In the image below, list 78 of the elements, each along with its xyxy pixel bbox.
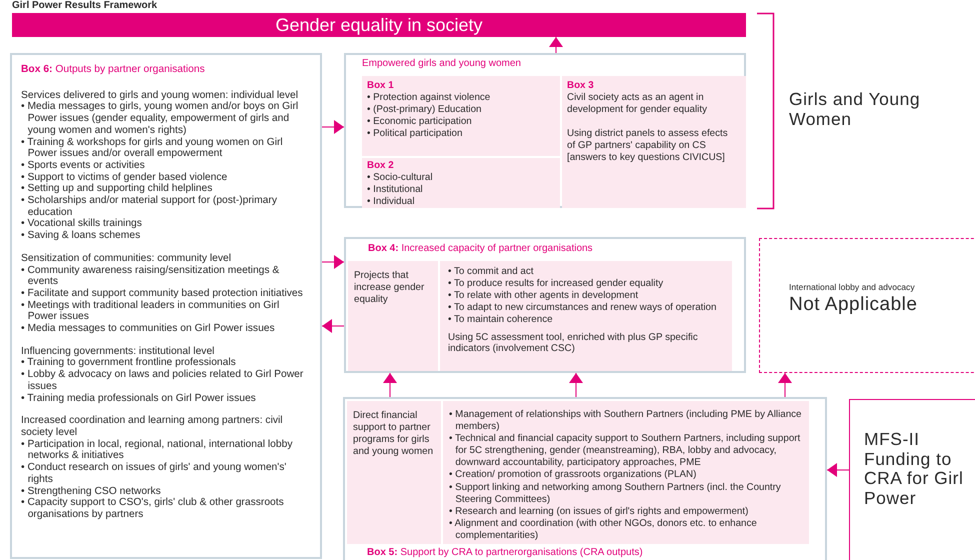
list-item: • Capacity support to CSO's, girls' club & other grassroots organisations by partners — [21, 497, 285, 521]
list-item: • To commit and act — [448, 266, 534, 278]
list-item: • Scholarships and/or material support for (post-)primary education — [21, 195, 278, 218]
arrow — [778, 372, 792, 398]
list-item: • Management of relationships with Southern Partners (including PME by Alliance members) — [449, 409, 802, 434]
list-item: • Socio-cultural — [367, 172, 433, 184]
paragraph: International lobby and advocacy — [789, 282, 915, 293]
list-item: • Technical and financial capacity support to Southern Partners, including support for 5C strengthening, gender (meanstreaming), RBA, lobby and advocacy, downward accountability, participatory approaches, PME — [449, 433, 802, 470]
box-heading: Box 4: Increased capacity of partner organisations — [368, 243, 593, 255]
arrow — [322, 319, 344, 333]
list-item: • Institutional — [367, 184, 423, 196]
box-heading: Box 3 — [567, 80, 594, 92]
list-item: • Political participation — [367, 128, 462, 140]
list-item: • Creation/ promotion of grassroots organizations (PLAN) — [449, 469, 696, 482]
list-item: • Individual — [367, 196, 415, 208]
list-item: • To relate with other agents in development — [448, 290, 638, 302]
arrow — [322, 255, 344, 269]
list-item: • Participation in local, regional, national, international lobby networks & initiatives — [21, 438, 294, 462]
list-item: • To maintain coherence — [448, 314, 553, 326]
list-item: • Strengthening CSO networks — [21, 486, 161, 498]
group-label: Girls and Young Women — [789, 90, 922, 129]
capacity-box — [440, 261, 732, 371]
box-heading: Empowered girls and young women — [362, 58, 521, 70]
box-heading: Box 2 — [367, 160, 394, 172]
outcome-box — [362, 158, 560, 208]
list-item: • (Post-primary) Education — [367, 104, 482, 116]
list-item: • Conduct research on issues of girls' and young women's' rights — [21, 462, 288, 486]
paragraph: Sensitization of communities: community level — [21, 252, 232, 265]
arrow — [383, 372, 397, 398]
list-item: • Facilitate and support community based protection initiatives — [21, 288, 303, 300]
list-item: • Protection against violence — [367, 92, 490, 104]
capacity-panel — [344, 237, 746, 373]
paragraph: Not Applicable — [789, 293, 918, 317]
capacity-box — [348, 261, 438, 371]
list-item: • Media messages to communities on Girl Power issues — [21, 323, 275, 335]
paragraph: Services delivered to girls and young women: individual level — [21, 90, 298, 102]
paragraph: Using 5C assessment tool, enriched with plus GP specific indicators (involvement CSC) — [448, 332, 699, 356]
arrow — [569, 372, 583, 398]
outcome-panel — [344, 53, 746, 208]
banner-title: Gender equality in society — [275, 15, 483, 37]
paragraph: Projects that increase gender equality — [354, 270, 426, 306]
paragraph: MFS-II Funding to CRA for Girl Power — [864, 430, 964, 508]
list-item: • Training to government frontline professionals — [21, 357, 236, 370]
list-item: • Research and learning (on issues of girl's rights and empowerment) — [449, 506, 748, 518]
paragraph: Direct financial support to partner programs for girls and young women — [353, 410, 434, 458]
box-heading: Box 1 — [367, 80, 394, 92]
not-applicable-box — [759, 238, 975, 373]
list-item: • Community awareness raising/sensitization meetings & events — [21, 264, 280, 288]
paragraph: Civil society acts as an agent in development for gender equality — [567, 92, 708, 116]
list-item: • Support linking and networking among Southern Partners (incl. the Country Steering Committees) — [449, 482, 782, 506]
list-item: • Meetings with traditional leaders in communities on Girl Power issues — [21, 300, 280, 324]
support-panel — [343, 397, 827, 560]
list-item: • Setting up and supporting child helplines — [21, 183, 212, 196]
list-item: • Training & workshops for girls and young women on Girl Power issues and/or overall empowerment — [21, 136, 284, 160]
banner — [12, 13, 746, 37]
box-heading: Box 5: Support by CRA to partnerorganisations (CRA outputs) — [367, 547, 643, 559]
paragraph: Influencing governments: institutional level — [21, 346, 214, 358]
list-item: • Saving & loans schemes — [21, 230, 140, 242]
arrow — [322, 120, 344, 134]
box-heading: Box 6: Outputs by partner organisations — [21, 64, 205, 76]
output-panel — [10, 53, 322, 559]
list-item: • To adapt to new circumstances and renew ways of operation — [448, 302, 716, 314]
list-item: • Vocational skills trainings — [21, 218, 142, 230]
paragraph: Increased coordination and learning among partners: civil society level — [21, 415, 284, 439]
list-item: • Sports events or activities — [21, 160, 145, 172]
list-item: • Support to victims of gender based violence — [21, 172, 228, 184]
list-item: • Training media professionals on Girl Power issues — [21, 392, 256, 404]
diagram-title: Girl Power Results Framework — [12, 0, 158, 12]
funding-box — [849, 399, 975, 560]
list-item: • To produce results for increased gender equality — [448, 278, 664, 290]
list-item: • Alignment and coordination (with other NGOs, donors etc. to enhance complementarities) — [449, 518, 758, 542]
arrow — [549, 36, 563, 54]
list-item: • Media messages to girls, young women and/or boys on Girl Power issues (gender equality, empowerment of girls and young women and women's rights) — [21, 101, 300, 137]
outcome-box — [562, 76, 746, 208]
paragraph: Using district panels to assess efects of GP partners' capability on CS [answers to key questions CIVICUS] — [567, 128, 729, 164]
list-item: • Economic participation — [367, 116, 472, 128]
arrow — [826, 463, 850, 477]
list-item: • Lobby & advocacy on laws and policies related to Girl Power issues — [21, 369, 304, 393]
